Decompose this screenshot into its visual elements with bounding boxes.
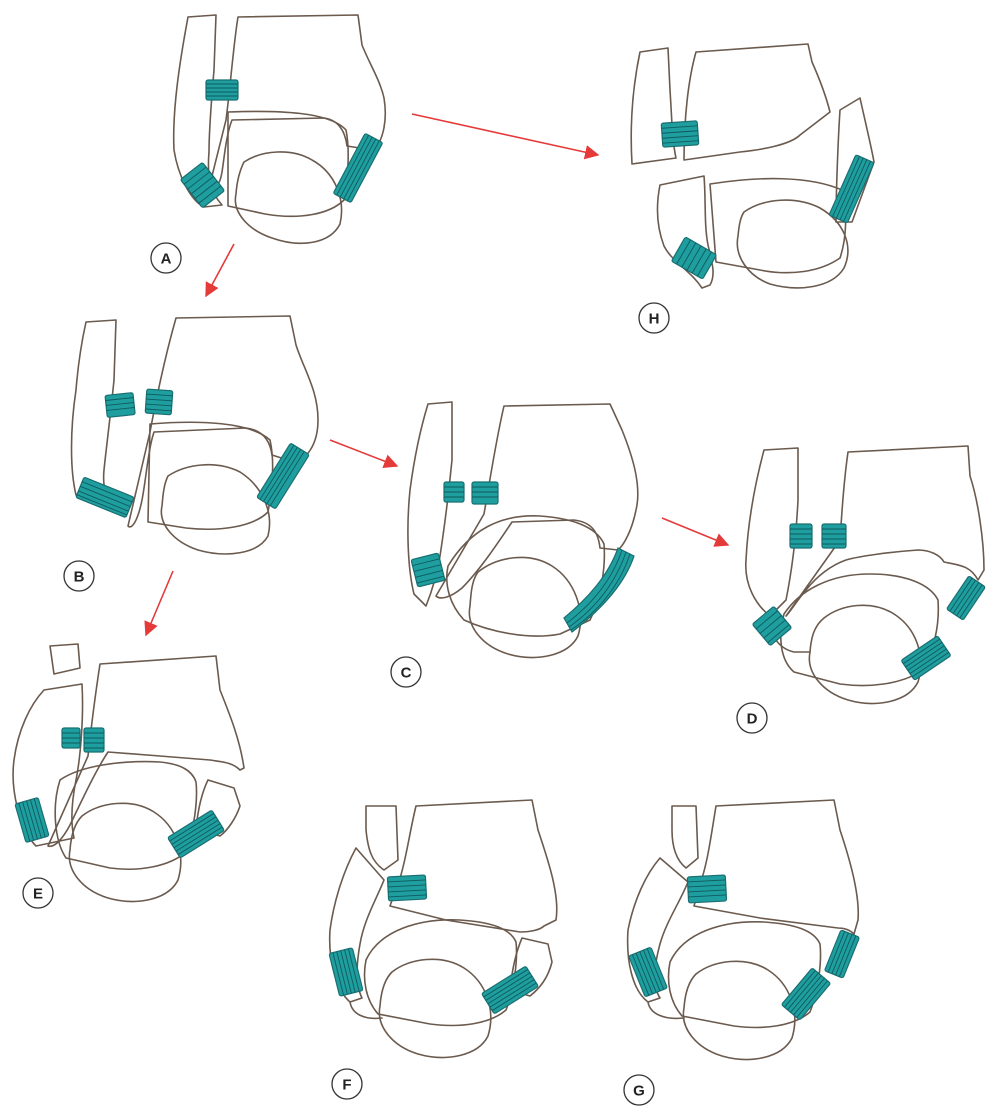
syndesmosis-ligament: [386, 874, 428, 902]
syndesmosis-ligament: [660, 120, 700, 148]
panel-label-h: H: [638, 302, 670, 334]
calcaneus-bone: [68, 802, 182, 903]
panel-label-e-text: E: [33, 886, 43, 903]
lateral-ligament: [671, 237, 717, 279]
medial-deltoid-ligament: [829, 154, 875, 224]
lateral-ligament: [14, 797, 50, 843]
fibula-upper-fragment: [671, 805, 699, 869]
calcaneus-bone: [468, 556, 582, 659]
medial-deltoid-ligament: [256, 443, 310, 509]
fibula-bone: [626, 857, 689, 1003]
medial-deltoid-ligament-upper: [946, 576, 986, 620]
ankle-panel-c: [407, 401, 639, 659]
panel-label-e: E: [22, 877, 54, 909]
tibia-bone: [209, 14, 387, 189]
ankle-panel-b: [70, 315, 319, 555]
fibula-fracture-fragment: [656, 175, 714, 289]
panel-label-b-text: B: [74, 569, 85, 586]
tibia-bone: [683, 43, 831, 161]
syndesmosis-ligament-fibular-side: [789, 523, 813, 549]
lateral-ligament: [180, 162, 225, 208]
lateral-ligament: [75, 477, 135, 518]
medial-malleolus-fragment: [195, 779, 241, 837]
syndesmosis-ligament-fibular-side: [104, 392, 136, 418]
arrow-a-to-b: [205, 243, 235, 298]
panel-label-d: D: [736, 702, 768, 734]
syndesmosis-ligament-tibial-side: [471, 481, 499, 505]
syndesmosis-ligament-tibial-side: [83, 727, 105, 753]
panel-label-c-text: C: [401, 665, 412, 682]
medial-deltoid-ligament: [481, 966, 539, 1014]
arrow-c-to-d: [661, 517, 730, 547]
syndesmosis-ligament: [205, 79, 239, 101]
fibula-bone: [407, 401, 453, 607]
medial-deltoid-ligament: [167, 810, 225, 858]
talus-bone: [709, 177, 847, 274]
panel-label-g: G: [623, 1074, 655, 1106]
ankle-panel-a: [172, 14, 387, 244]
calcaneus-bone: [160, 463, 271, 555]
panel-label-d-text: D: [747, 711, 758, 728]
lateral-ligament: [328, 947, 364, 997]
ankle-panel-h: [630, 43, 875, 289]
panel-label-c: C: [390, 656, 422, 688]
arrow-a-to-h: [411, 113, 600, 160]
tibia-bone: [435, 403, 639, 599]
medial-deltoid-ligament: [563, 547, 635, 633]
tibia-bone: [785, 445, 985, 617]
talus-bone: [227, 110, 349, 218]
calcaneus-bone: [808, 604, 922, 705]
posterior-heel-outline: [349, 1001, 383, 1020]
progression-arrows: [144, 113, 730, 637]
lateral-ligament: [752, 606, 792, 646]
calcaneus-bone: [736, 199, 849, 289]
lateral-ligament: [410, 552, 446, 588]
arrow-b-to-c: [329, 439, 399, 469]
lateral-ligament: [628, 947, 668, 997]
calcaneus-bone: [234, 151, 343, 244]
panel-label-h-text: H: [649, 311, 660, 328]
fibula-upper-fragment: [49, 643, 81, 675]
syndesmosis-ligament-tibial-side: [144, 388, 174, 416]
panel-label-a-text: A: [161, 251, 172, 268]
tibia-bone: [389, 799, 558, 933]
panel-label-f: F: [331, 1068, 363, 1100]
ankle-panel-f: [328, 799, 558, 1059]
panel-label-f-text: F: [342, 1077, 351, 1094]
tibia-bone: [127, 315, 319, 528]
tibia-bone: [693, 799, 860, 935]
ankle-panel-g: [626, 799, 860, 1061]
medial-deltoid-ligament-lower: [901, 635, 951, 681]
medial-deltoid-ligament-lower: [781, 968, 831, 1020]
ankle-panel-d: [745, 445, 986, 705]
calcaneus-bone: [682, 960, 796, 1061]
panel-label-b: B: [63, 560, 95, 592]
syndesmosis-ligament-fibular-side: [443, 481, 465, 503]
ankle-panel-e: [12, 643, 245, 903]
fibula-bone: [630, 47, 677, 165]
talus-bone: [363, 919, 518, 1027]
talus-bone: [147, 421, 274, 531]
syndesmosis-ligament-fibular-side: [61, 727, 81, 749]
syndesmosis-ligament-tibial-side: [821, 523, 847, 549]
syndesmosis-ligament: [686, 874, 728, 904]
fibula-upper-fragment: [365, 805, 399, 871]
medial-deltoid-ligament-stripes: [566, 549, 631, 631]
panel-label-a: A: [150, 242, 182, 274]
medial-deltoid-ligament-upper: [824, 929, 860, 979]
posterior-heel-outline: [647, 1001, 685, 1020]
arrow-b-to-e: [144, 570, 174, 637]
panel-label-g-text: G: [633, 1083, 645, 1100]
calcaneus-bone: [378, 958, 492, 1059]
medial-deltoid-ligament: [333, 133, 383, 203]
